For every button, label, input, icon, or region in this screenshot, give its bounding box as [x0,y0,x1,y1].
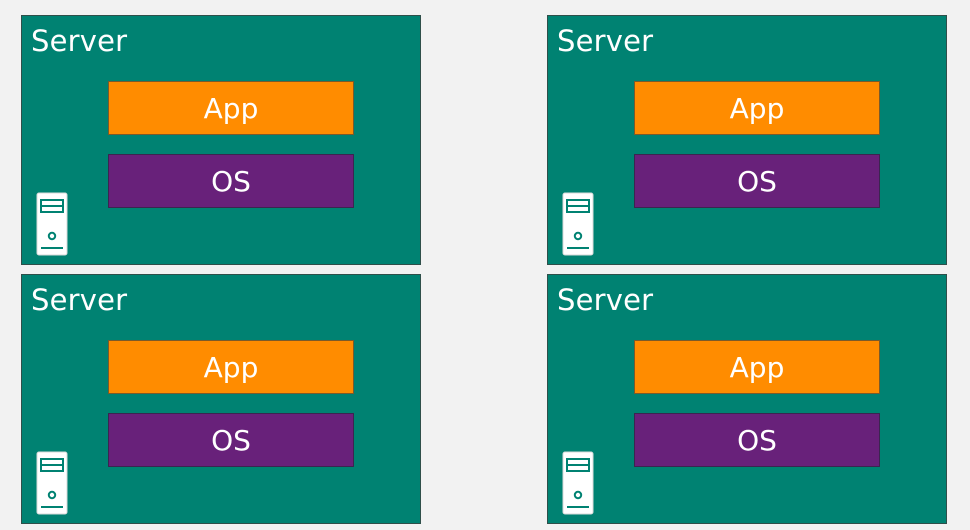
server-box-4: Server App OS [547,274,947,524]
server-title: Server [557,24,654,58]
server-tower-icon [36,192,68,256]
os-layer: OS [108,154,354,208]
os-layer: OS [108,413,354,467]
server-tower-icon [36,451,68,515]
server-box-2: Server App OS [547,15,947,265]
app-layer: App [634,340,880,394]
app-layer: App [634,81,880,135]
app-layer: App [108,81,354,135]
app-layer: App [108,340,354,394]
server-box-3: Server App OS [21,274,421,524]
os-layer: OS [634,154,880,208]
server-title: Server [31,283,128,317]
server-box-1: Server App OS [21,15,421,265]
server-tower-icon [562,451,594,515]
server-title: Server [557,283,654,317]
server-tower-icon [562,192,594,256]
os-layer: OS [634,413,880,467]
server-title: Server [31,24,128,58]
